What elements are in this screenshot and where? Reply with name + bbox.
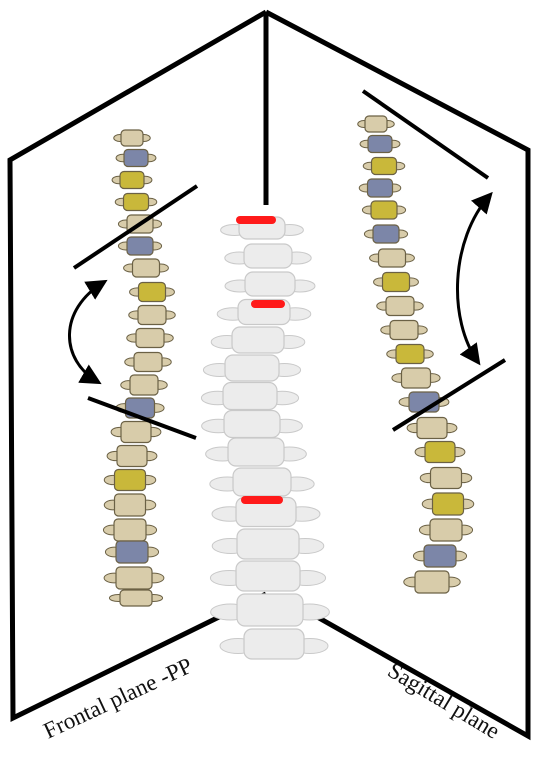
sagittal-vertebra [419, 519, 472, 541]
sagittal-vertebra [407, 418, 457, 439]
central-vertebra [211, 327, 305, 353]
central-vertebra [225, 244, 311, 268]
sagittal-vertebra [377, 297, 423, 316]
frontal-vertebra [118, 237, 161, 255]
central-vertebra [225, 272, 315, 296]
sagittal-vertebra [370, 249, 415, 267]
sagittal-vertebra [374, 273, 419, 292]
frontal-angle-arrow [69, 282, 104, 382]
central-3d-spine-illustration [201, 216, 329, 659]
central-vertebra [203, 355, 300, 381]
sagittal-vertebra [362, 201, 405, 219]
sagittal-vertebra [363, 158, 405, 175]
frontal-vertebra [114, 130, 151, 146]
frontal-vertebra [104, 494, 155, 516]
central-vertebra [202, 411, 303, 438]
sagittal-plane-label: Sagittal plane [383, 657, 504, 743]
sagittal-spine-illustration [358, 116, 474, 593]
sagittal-vertebra [359, 179, 401, 197]
sagittal-vertebra [364, 225, 407, 243]
frontal-vertebra [103, 519, 156, 541]
frontal-vertebra [105, 541, 158, 563]
frontal-vertebra [116, 150, 156, 167]
frontal-vertebra [130, 283, 175, 302]
frontal-vertebra [116, 398, 164, 418]
sagittal-angle-arrow [457, 195, 490, 362]
frontal-vertebra [125, 353, 171, 372]
frontal-vertebra [104, 470, 155, 491]
sagittal-vertebra [404, 571, 460, 593]
frontal-vertebra [124, 259, 169, 277]
frontal-vertebra [109, 590, 162, 606]
endplate-marker [236, 216, 276, 224]
sagittal-vertebra [358, 116, 395, 132]
endplate-marker [241, 496, 283, 504]
frontal-vertebra [112, 172, 152, 189]
frontal-vertebra [111, 422, 161, 443]
sagittal-vertebra [392, 368, 440, 388]
central-vertebra [201, 383, 298, 410]
central-vertebra [210, 468, 314, 496]
sagittal-vertebra [422, 493, 473, 515]
frontal-vertebra [107, 446, 157, 467]
sagittal-vertebra [415, 442, 465, 463]
frontal-vertebra [127, 329, 173, 348]
sagittal-vertebra [381, 321, 427, 340]
central-vertebra [211, 594, 330, 626]
central-vertebra [212, 529, 324, 559]
sagittal-vertebra [360, 136, 400, 153]
sagittal-vertebra [413, 545, 466, 567]
frontal-spine-illustration [103, 130, 175, 606]
sagittal-vertebra [420, 468, 471, 489]
sagittal-vertebra [387, 345, 433, 364]
central-vertebra [206, 438, 307, 466]
frontal-vertebra [115, 194, 157, 211]
frontal-vertebra [121, 375, 167, 395]
central-vertebra [210, 561, 325, 591]
endplate-marker [251, 300, 285, 308]
central-vertebra [220, 629, 328, 659]
frontal-vertebra [104, 567, 164, 589]
frontal-vertebra [129, 306, 175, 325]
